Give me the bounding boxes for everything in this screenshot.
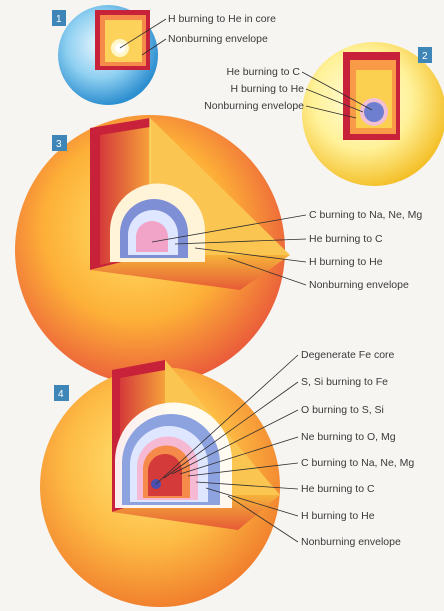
label-3-0: C burning to Na, Ne, Mg (309, 209, 422, 221)
label-4-3: Ne burning to O, Mg (301, 431, 396, 443)
label-3-3: Nonburning envelope (309, 279, 409, 291)
badge-4-text: 4 (58, 389, 64, 400)
label-2-1: H burning to He (230, 83, 304, 95)
label-4-7: Nonburning envelope (301, 536, 401, 548)
label-1-0: H burning to He in core (168, 13, 276, 25)
badge-2-text: 2 (422, 51, 428, 62)
label-4-0: Degenerate Fe core (301, 349, 395, 361)
label-4-5: He burning to C (301, 483, 375, 495)
label-4-6: H burning to He (301, 510, 375, 522)
star-4-si-shell (148, 454, 182, 496)
label-4-1: S, Si burning to Fe (301, 376, 388, 388)
label-1-1: Nonburning envelope (168, 33, 268, 45)
badge-1-text: 1 (56, 14, 62, 25)
label-4-4: C burning to Na, Ne, Mg (301, 457, 414, 469)
label-3-1: He burning to C (309, 233, 383, 245)
label-4-2: O burning to S, Si (301, 404, 384, 416)
star-3-c-core (136, 221, 168, 252)
panel-4: 4 Degenerate Fe core S, Si burning to Fe… (40, 349, 414, 607)
label-2-0: He burning to C (226, 66, 300, 78)
badge-3-text: 3 (56, 139, 62, 150)
label-3-2: H burning to He (309, 256, 383, 268)
star-2-he-core (364, 102, 384, 122)
label-2-2: Nonburning envelope (204, 100, 304, 112)
